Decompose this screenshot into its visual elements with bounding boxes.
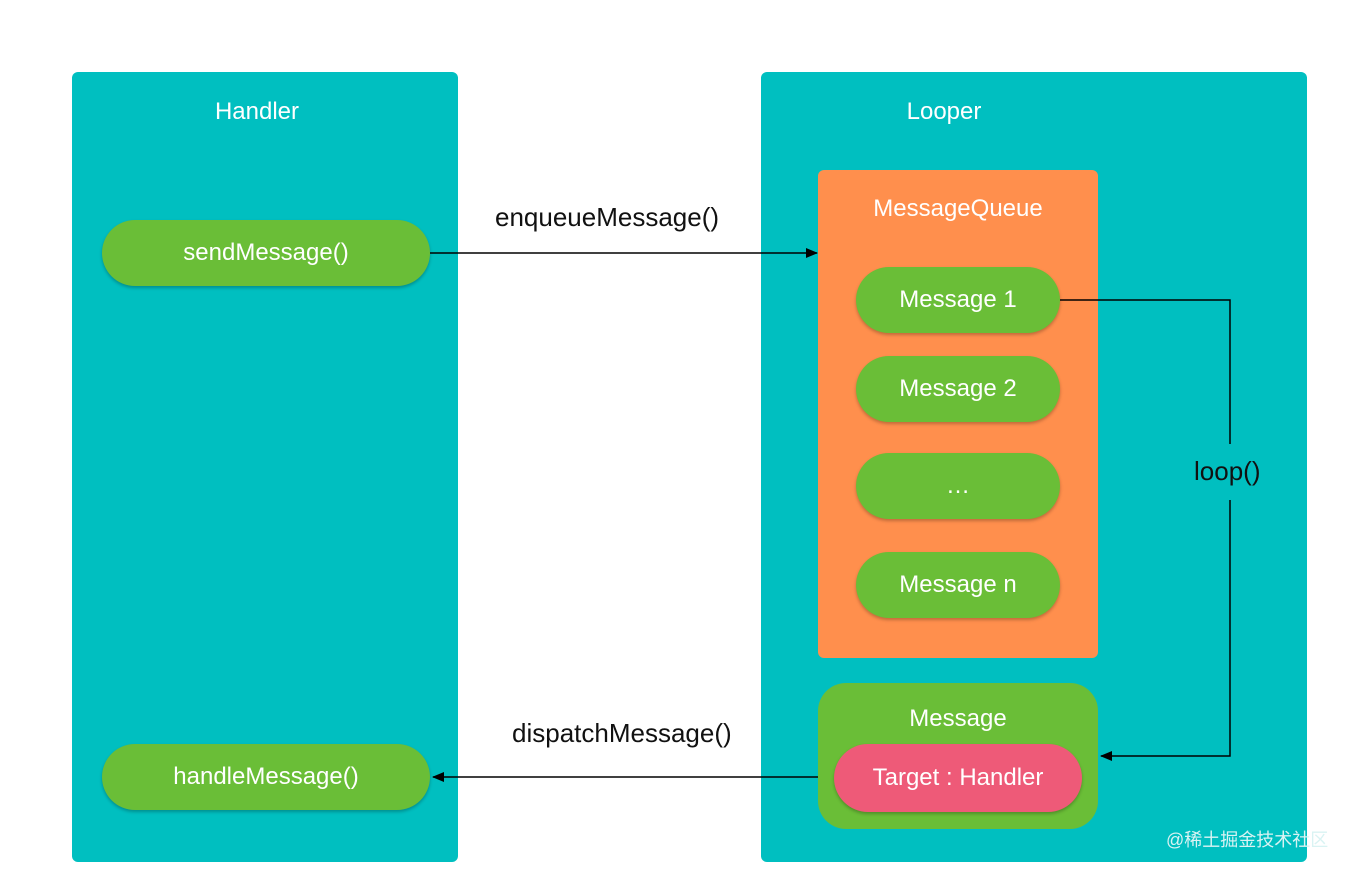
- handle-message-node[interactable]: handleMessage(): [102, 744, 430, 810]
- message-queue-title: MessageQueue: [873, 195, 1043, 222]
- loop-connector-bottom: [1100, 500, 1231, 761]
- watermark: @稀土掘金技术社区: [1166, 830, 1329, 850]
- loop-label: loop(): [1194, 456, 1261, 486]
- queue-message-item[interactable]: Message 2: [856, 356, 1060, 422]
- looper-title: Looper: [906, 98, 982, 125]
- target-handler-node[interactable]: Target : Handler: [834, 744, 1082, 812]
- dispatch-label: dispatchMessage(): [512, 718, 732, 748]
- current-message-title: Message: [909, 705, 1007, 732]
- send-message-node[interactable]: sendMessage(): [102, 220, 430, 286]
- queue-message-item[interactable]: Message 1: [856, 267, 1060, 333]
- queue-message-item[interactable]: …: [856, 453, 1060, 519]
- handler-panel: Handler: [72, 72, 458, 862]
- enqueue-label: enqueueMessage(): [495, 202, 720, 232]
- queue-message-item[interactable]: Message n: [856, 552, 1060, 618]
- loop-connector-top: [1060, 299, 1231, 444]
- handler-title: Handler: [214, 98, 300, 125]
